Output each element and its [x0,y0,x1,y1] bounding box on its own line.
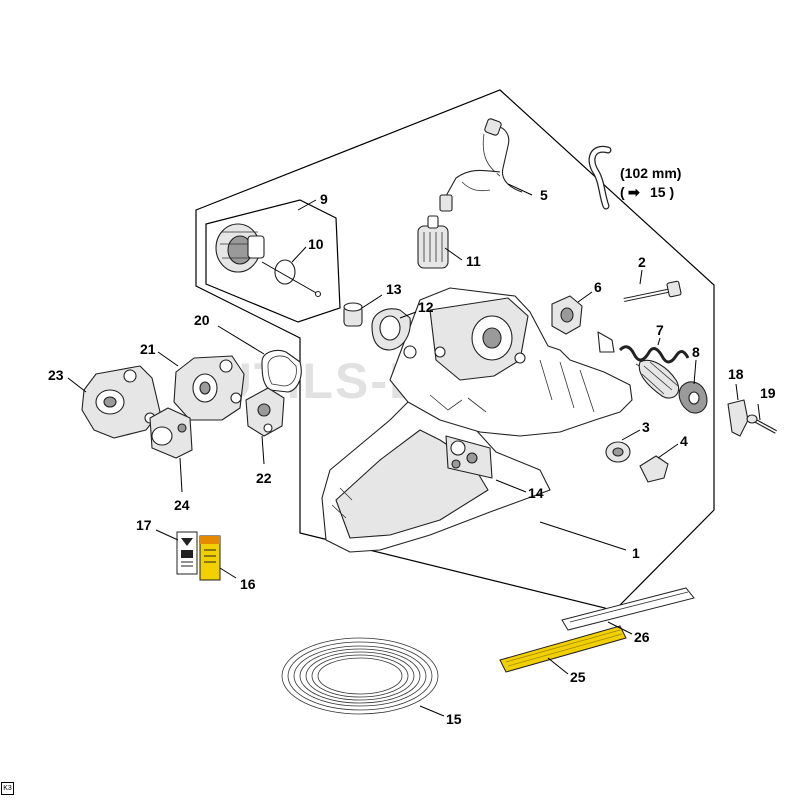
part-decal-caution[interactable] [199,535,221,581]
callout-16: 16 [240,576,256,592]
part-annular-buffer[interactable] [551,295,583,335]
part-strip-silver[interactable] [561,587,695,631]
callout-25: 25 [570,669,586,685]
callout-21: 21 [140,341,156,357]
part-throttle-housing[interactable] [149,407,193,459]
callout-12: 12 [418,299,434,315]
part-filter-assembly[interactable] [215,223,322,298]
part-damper-cap[interactable] [678,381,708,414]
document-box: K3 [1,782,14,795]
hose-ref-arrow-icon: ➡ [628,184,640,200]
part-manifold[interactable] [245,387,285,437]
callout-numbers: 1 2 3 4 5 6 7 8 9 10 11 12 13 14 15 16 1… [48,187,776,727]
callout-24: 24 [174,497,190,513]
part-decal-warning[interactable] [176,531,198,575]
part-fuel-hose[interactable] [439,118,523,212]
callout-23: 23 [48,367,64,383]
part-mount-plate[interactable] [371,308,411,351]
callout-7: 7 [656,322,664,338]
callout-6: 6 [594,279,602,295]
leader-lines [67,183,761,717]
callout-17: 17 [136,517,152,533]
callout-18: 18 [728,366,744,382]
part-buffer-small[interactable] [605,441,631,463]
part-carburetor[interactable] [173,355,245,421]
part-gasket[interactable] [261,349,302,393]
callout-26: 26 [634,629,650,645]
hose-length: (102 mm) [620,165,681,181]
callout-13: 13 [386,281,402,297]
callout-22: 22 [256,470,272,486]
callout-10: 10 [308,236,324,252]
part-clip[interactable] [727,399,749,437]
part-spring[interactable] [597,331,690,399]
callout-1: 1 [632,545,640,561]
callout-9: 9 [320,191,328,207]
callout-4: 4 [680,433,688,449]
part-impulse-hose[interactable] [588,145,612,210]
part-coiled-cord[interactable] [281,637,439,715]
callout-20: 20 [194,312,210,328]
filter-group-frame [205,199,341,323]
callout-11: 11 [466,253,481,269]
hose-ref-open: ( [620,184,625,200]
callout-15: 15 [446,711,462,727]
hose-length-note: (102 mm) ( ➡ 15 ) [620,165,681,200]
part-fuel-filter[interactable] [417,215,449,269]
part-crankcase-housing[interactable] [321,287,633,553]
callout-2: 2 [638,254,646,270]
callout-3: 3 [642,419,650,435]
part-strip-yellow[interactable] [499,625,627,673]
part-carburetor-base[interactable] [81,365,161,439]
callout-14: 14 [528,485,544,501]
part-screw[interactable] [746,414,777,434]
part-sleeve[interactable] [343,302,363,327]
part-plug[interactable] [639,455,669,483]
hose-ref-number: 15 ) [650,184,674,200]
callout-19: 19 [760,385,776,401]
callout-8: 8 [692,344,700,360]
part-bolt[interactable] [623,280,682,302]
callout-5: 5 [540,187,548,203]
